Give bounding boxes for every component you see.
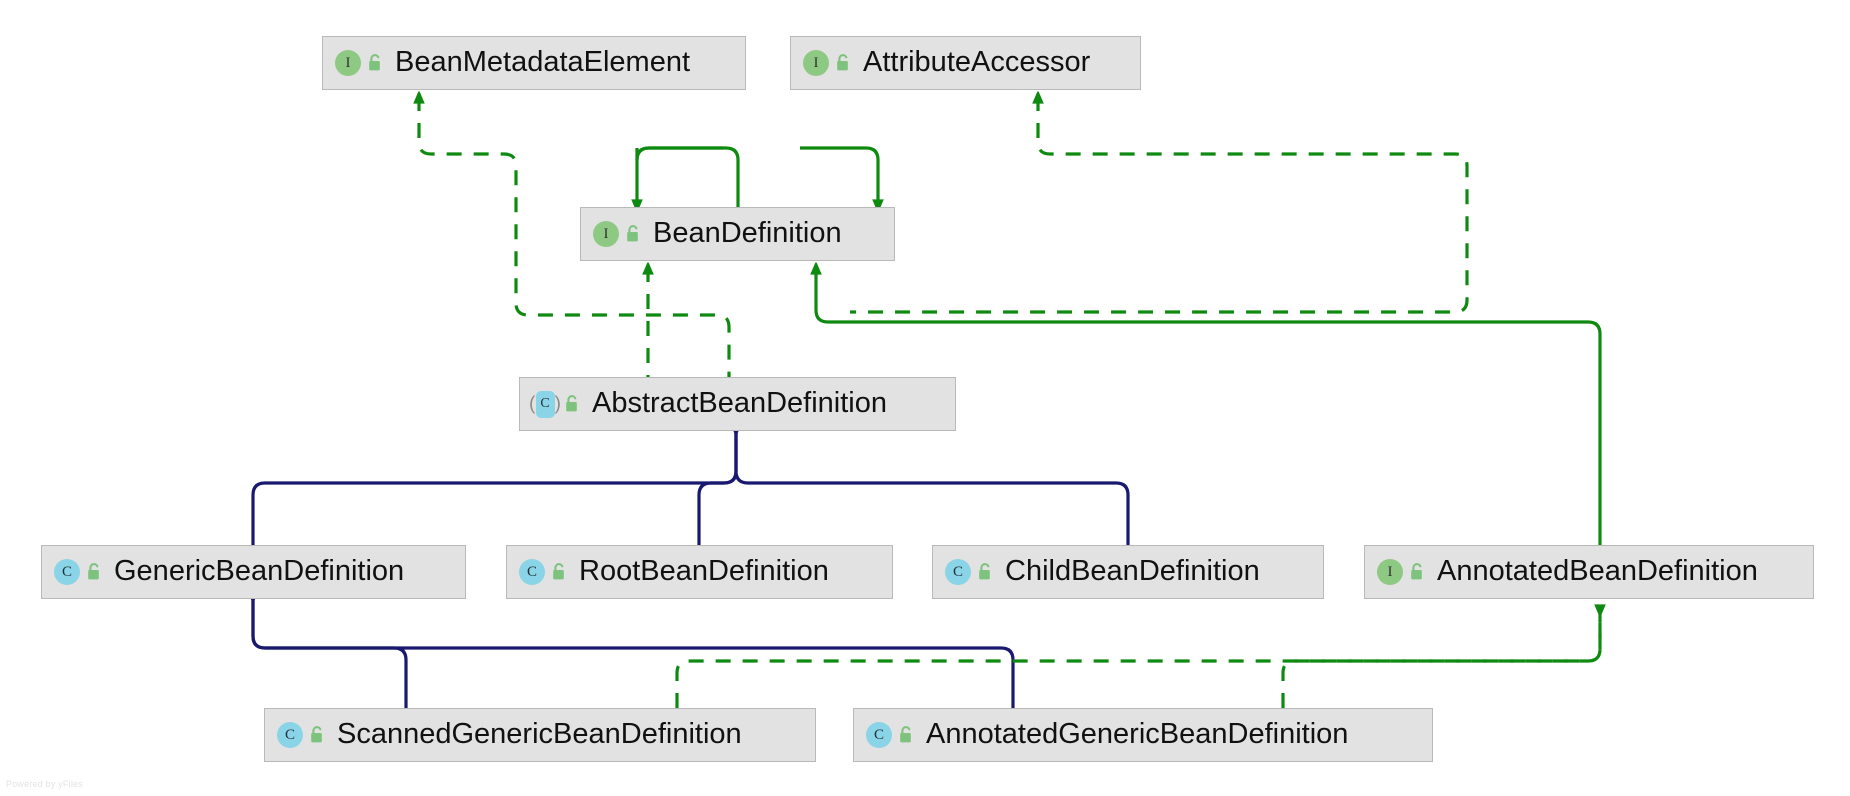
interface-badge-icon: I (801, 48, 831, 78)
unlocked-padlock-icon (307, 724, 327, 746)
uml-class-node-annotatedbeandefinition[interactable]: I AnnotatedBeanDefinition (1364, 545, 1814, 599)
class-name-label: GenericBeanDefinition (114, 554, 405, 587)
interface-badge-icon: I (591, 219, 621, 249)
unlocked-padlock-icon (896, 724, 916, 746)
edge-scannedgenericbeandefinition-to-genericbeandefinition (253, 598, 408, 708)
uml-class-node-childbeandefinition[interactable]: C ChildBeanDefinition (932, 545, 1324, 599)
interface-badge-icon: I (333, 48, 363, 78)
class-name-label: AnnotatedBeanDefinition (1437, 554, 1758, 587)
interface-badge-icon: I (1375, 557, 1405, 587)
edge-annotatedbeandefinition-to-attributeaccessor (850, 96, 1469, 314)
class-badge-icon: C (517, 557, 547, 587)
class-badge-icon: C (52, 557, 82, 587)
uml-class-node-scannedgenericbeandefinition[interactable]: C ScannedGenericBeanDefinition (264, 708, 816, 762)
edge-beandefinition-to-beanmetadataelement (637, 146, 723, 207)
class-badge-icon: C (943, 557, 973, 587)
class-name-label: AttributeAccessor (863, 45, 1091, 78)
edge-rootbeandefinition-to-abstractbeandefinition (697, 431, 738, 545)
unlocked-padlock-icon (833, 52, 853, 74)
uml-class-node-rootbeandefinition[interactable]: C RootBeanDefinition (506, 545, 893, 599)
class-badge-icon: C (864, 720, 894, 750)
unlocked-padlock-icon (623, 223, 643, 245)
uml-class-node-abstractbeandefinition[interactable]: (C) AbstractBeanDefinition (519, 377, 956, 431)
unlocked-padlock-icon (562, 393, 582, 415)
class-name-label: RootBeanDefinition (579, 554, 829, 587)
class-name-label: ChildBeanDefinition (1005, 554, 1260, 587)
edge-scannedgenericbeandefinition-to-annotatedbeandefinition (675, 612, 1600, 708)
uml-class-node-attributeaccessor[interactable]: I AttributeAccessor (790, 36, 1141, 90)
edge-beandefinition-riser-left (635, 146, 740, 207)
unlocked-padlock-icon (1407, 561, 1427, 583)
uml-class-node-beandefinition[interactable]: I BeanDefinition (580, 207, 895, 261)
edge-genericbeandefinition-to-abstractbeandefinition (251, 431, 736, 545)
watermark: Powered by yFiles (6, 779, 83, 789)
class-name-label: BeanDefinition (653, 216, 842, 249)
class-name-label: AbstractBeanDefinition (592, 386, 887, 419)
edge-childbeandefinition-to-abstractbeandefinition (734, 431, 1130, 545)
unlocked-padlock-icon (365, 52, 385, 74)
abstract-class-badge-icon: (C) (529, 389, 561, 419)
class-name-label: BeanMetadataElement (395, 45, 691, 78)
uml-class-node-annotatedgenericbeandefinition[interactable]: C AnnotatedGenericBeanDefinition (853, 708, 1433, 762)
edge-annotatedgenericbeandefinition-to-annotatedbeandefinition (1281, 612, 1602, 708)
unlocked-padlock-icon (975, 561, 995, 583)
unlocked-padlock-icon (549, 561, 569, 583)
class-name-label: AnnotatedGenericBeanDefinition (926, 717, 1349, 750)
uml-class-node-genericbeandefinition[interactable]: C GenericBeanDefinition (41, 545, 466, 599)
class-name-label: ScannedGenericBeanDefinition (337, 717, 742, 750)
edge-beandefinition-to-attributeaccessor (800, 146, 878, 207)
class-badge-icon: C (275, 720, 305, 750)
unlocked-padlock-icon (84, 561, 104, 583)
edge-annotatedgenericbeandefinition-to-genericbeandefinition (251, 598, 1015, 708)
uml-class-node-beanmetadataelement[interactable]: I BeanMetadataElement (322, 36, 746, 90)
